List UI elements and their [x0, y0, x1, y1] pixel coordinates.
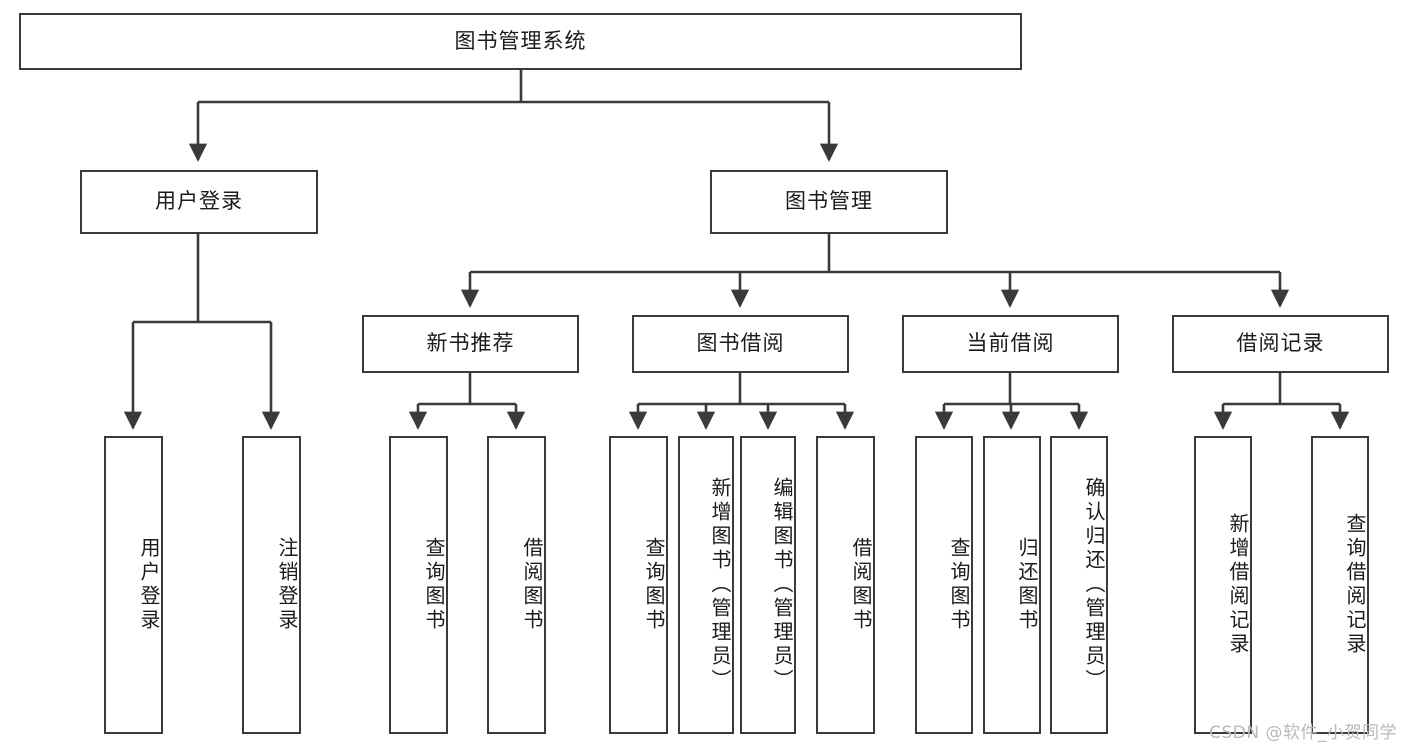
leaf-new-book-borrow[interactable]: 借阅图书	[487, 436, 546, 734]
node-new-book-recommend[interactable]: 新书推荐	[362, 315, 579, 373]
leaf-current-borrow-query[interactable]: 查询图书	[915, 436, 973, 734]
leaf-new-book-borrow-label: 借阅图书	[520, 537, 544, 633]
node-book-borrow[interactable]: 图书借阅	[632, 315, 849, 373]
node-book-manage-label: 图书管理	[785, 189, 873, 214]
leaf-book-borrow-edit-label: 编辑图书（管理员）	[770, 477, 794, 693]
leaf-book-borrow-edit[interactable]: 编辑图书（管理员）	[740, 436, 796, 734]
leaf-current-borrow-return[interactable]: 归还图书	[983, 436, 1041, 734]
node-root-label: 图书管理系统	[454, 28, 587, 53]
leaf-new-book-query[interactable]: 查询图书	[389, 436, 448, 734]
node-borrow-record-label: 借阅记录	[1236, 331, 1325, 356]
node-book-borrow-label: 图书借阅	[696, 331, 785, 356]
leaf-user-login-signout-label: 注销登录	[275, 537, 299, 633]
leaf-current-borrow-query-label: 查询图书	[947, 537, 971, 633]
node-root[interactable]: 图书管理系统	[19, 13, 1022, 70]
leaf-current-borrow-return-label: 归还图书	[1015, 537, 1039, 633]
leaf-book-borrow-query-label: 查询图书	[642, 537, 666, 633]
leaf-user-login-signin-label: 用户登录	[137, 537, 161, 633]
leaf-book-borrow-lend[interactable]: 借阅图书	[816, 436, 875, 734]
leaf-book-borrow-add[interactable]: 新增图书（管理员）	[678, 436, 734, 734]
leaf-new-book-query-label: 查询图书	[422, 537, 446, 633]
node-user-login-label: 用户登录	[155, 189, 243, 214]
node-borrow-record[interactable]: 借阅记录	[1172, 315, 1389, 373]
leaf-current-borrow-confirm-label: 确认归还（管理员）	[1082, 477, 1106, 693]
leaf-user-login-signout[interactable]: 注销登录	[242, 436, 301, 734]
leaf-borrow-record-add[interactable]: 新增借阅记录	[1194, 436, 1252, 734]
node-new-book-recommend-label: 新书推荐	[426, 331, 515, 356]
leaf-user-login-signin[interactable]: 用户登录	[104, 436, 163, 734]
node-user-login[interactable]: 用户登录	[80, 170, 318, 234]
leaf-book-borrow-query[interactable]: 查询图书	[609, 436, 668, 734]
node-book-manage[interactable]: 图书管理	[710, 170, 948, 234]
node-current-borrow[interactable]: 当前借阅	[902, 315, 1119, 373]
leaf-borrow-record-query-label: 查询借阅记录	[1343, 513, 1367, 657]
leaf-borrow-record-query[interactable]: 查询借阅记录	[1311, 436, 1369, 734]
leaf-current-borrow-confirm[interactable]: 确认归还（管理员）	[1050, 436, 1108, 734]
leaf-book-borrow-lend-label: 借阅图书	[849, 537, 873, 633]
leaf-book-borrow-add-label: 新增图书（管理员）	[708, 477, 732, 693]
watermark: CSDN @软件_小贺同学	[1209, 723, 1397, 743]
node-current-borrow-label: 当前借阅	[966, 331, 1055, 356]
leaf-borrow-record-add-label: 新增借阅记录	[1226, 513, 1250, 657]
